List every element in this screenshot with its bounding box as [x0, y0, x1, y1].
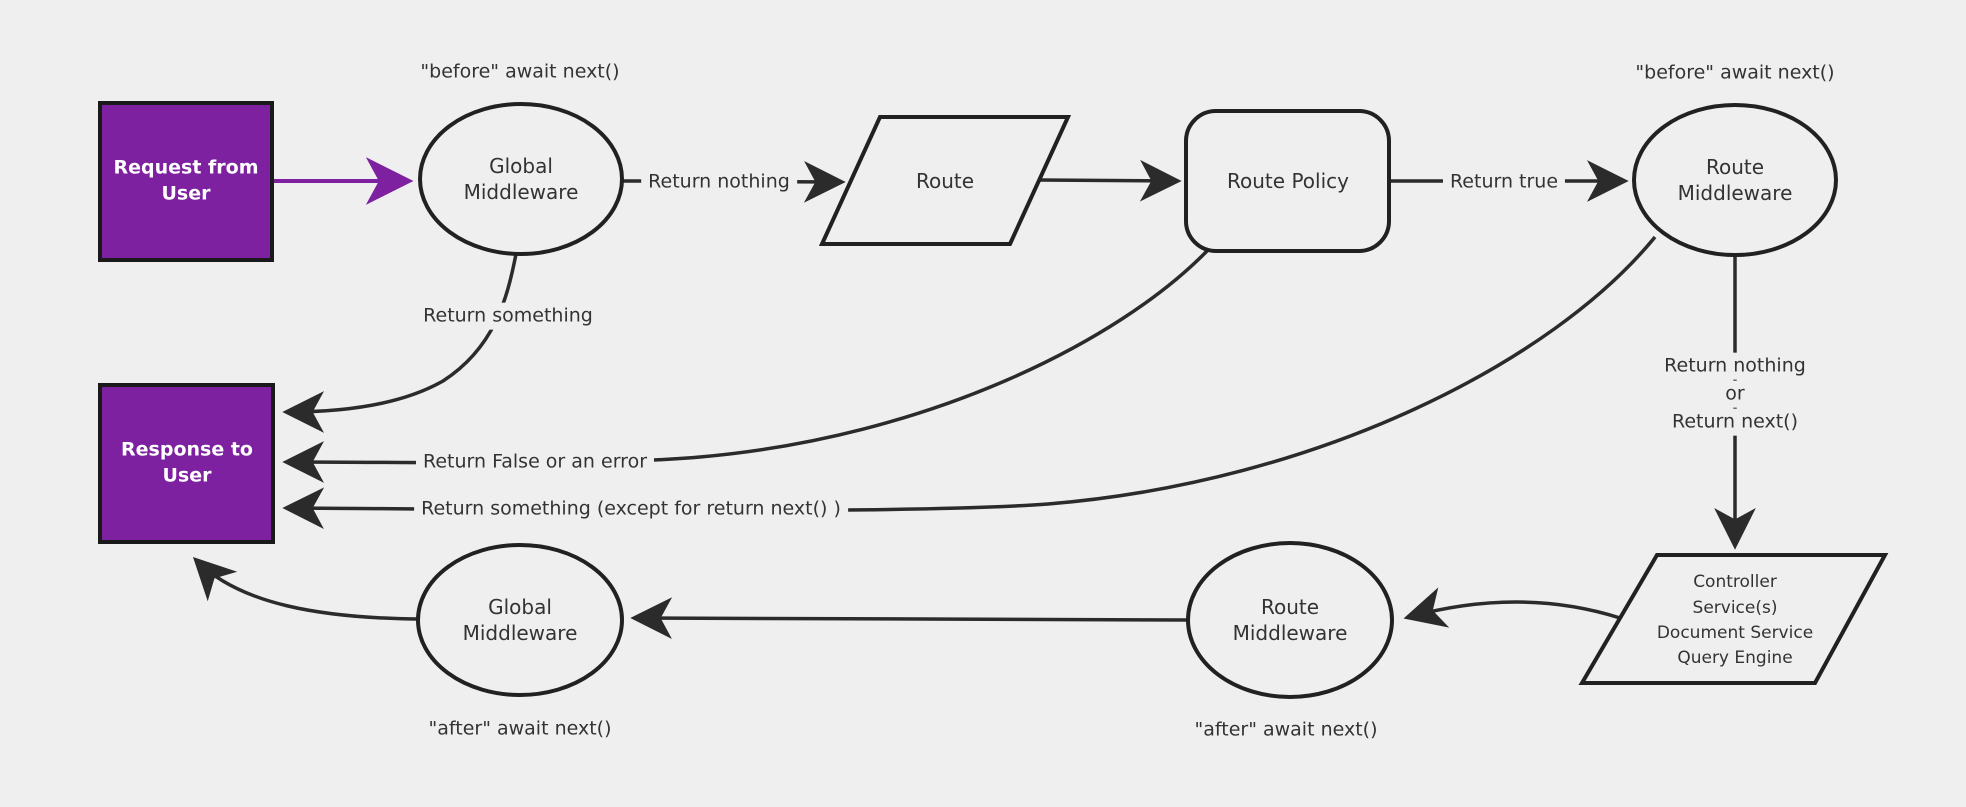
return-nothing-or-label-line2: or — [1718, 380, 1752, 408]
edge-controller-to-route-middleware-bottom — [1403, 587, 1621, 628]
node-response-to-user — [98, 383, 275, 544]
edge-global-middleware-to-response — [192, 556, 419, 621]
global-middleware-top-label: Global Middleware — [463, 154, 579, 204]
edge-route-policy-return-false — [282, 249, 1209, 483]
controller-label-line4: Query Engine — [1677, 647, 1793, 668]
node-controller-services — [1578, 553, 1889, 685]
after-await-next-left-label: "after" await next() — [428, 717, 612, 740]
node-request-from-user — [98, 101, 274, 262]
node-global-middleware-bottom — [416, 543, 624, 697]
controller-label-line3: Document Service — [1656, 622, 1814, 643]
controller-label-line1: Controller — [1693, 571, 1777, 592]
controller-label-line2: Service(s) — [1692, 597, 1778, 618]
return-false-or-error-label: Return False or an error — [415, 448, 655, 476]
request-from-user-label: Request from User — [113, 156, 259, 204]
node-route-policy — [1184, 109, 1391, 253]
return-nothing-or-label-line1: Return nothing — [1657, 352, 1813, 380]
node-route-middleware-bottom — [1186, 541, 1394, 699]
global-middleware-bottom-label: Global Middleware — [462, 595, 578, 645]
edge-route-to-route-policy — [1038, 159, 1182, 202]
route-label: Route — [915, 169, 975, 193]
route-middleware-bottom-label: Route Middleware — [1232, 595, 1348, 645]
route-policy-label: Route Policy — [1227, 169, 1349, 193]
edge-route-middleware-to-global-middleware-bottom — [630, 597, 1189, 639]
return-something-label: Return something — [416, 302, 600, 330]
return-true-label: Return true — [1442, 168, 1566, 196]
return-something-except-label: Return something (except for return next… — [414, 495, 848, 523]
node-route-middleware-top — [1632, 103, 1838, 257]
route-middleware-top-label: Route Middleware — [1677, 155, 1793, 205]
node-global-middleware-top — [418, 102, 624, 256]
return-nothing-or-label-line3: Return next() — [1664, 408, 1806, 436]
before-await-next-left-label: "before" await next() — [420, 60, 620, 83]
node-route — [818, 115, 1072, 246]
response-to-user-label: Response to User — [121, 438, 253, 486]
edge-global-middleware-return-something — [282, 253, 518, 433]
return-nothing-label: Return nothing — [641, 168, 797, 196]
after-await-next-right-label: "after" await next() — [1194, 718, 1378, 741]
before-await-next-right-label: "before" await next() — [1635, 61, 1835, 84]
